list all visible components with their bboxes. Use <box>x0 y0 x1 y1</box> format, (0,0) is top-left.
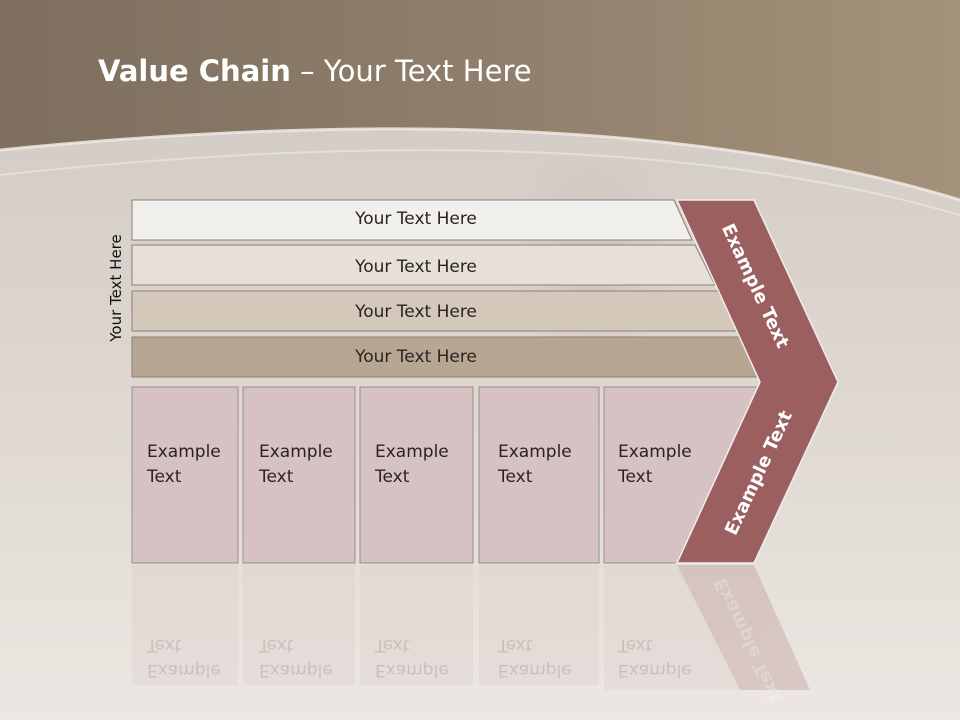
box-2-line1: Example <box>259 442 333 462</box>
row-1-shape <box>131 199 693 241</box>
reflection <box>132 565 810 690</box>
chevron-shape <box>675 199 839 564</box>
title-rest: – Your Text Here <box>290 54 532 88</box>
box-3-line2: Text <box>375 467 410 487</box>
row-2-label: Your Text Here <box>355 257 477 277</box>
row-1-label: Your Text Here <box>355 209 477 229</box>
box-4-shape <box>478 386 600 564</box>
title-bold: Value Chain <box>98 54 291 88</box>
box-5-text: Example Text <box>618 440 718 490</box>
box-2-text: Example Text <box>259 440 359 490</box>
box-1-line1: Example <box>147 442 221 462</box>
box-3-text: Example Text <box>375 440 475 490</box>
box-1-line2: Text <box>147 467 182 487</box>
box-5-line2: Text <box>618 467 653 487</box>
box-5-line1: Example <box>618 442 692 462</box>
box-4-line2: Text <box>498 467 533 487</box>
box-2-line2: Text <box>259 467 294 487</box>
box-1-shape <box>131 386 239 564</box>
box-3-line1: Example <box>375 442 449 462</box>
box-4-line1: Example <box>498 442 572 462</box>
row-3-label: Your Text Here <box>355 302 477 322</box>
box-3-shape <box>359 386 474 564</box>
box-1-text: Example Text <box>147 440 247 490</box>
box-2-shape <box>242 386 356 564</box>
slide-title: Value Chain – Your Text Here <box>98 54 532 88</box>
row-4-label: Your Text Here <box>355 347 477 367</box>
box-4-text: Example Text <box>498 440 598 490</box>
